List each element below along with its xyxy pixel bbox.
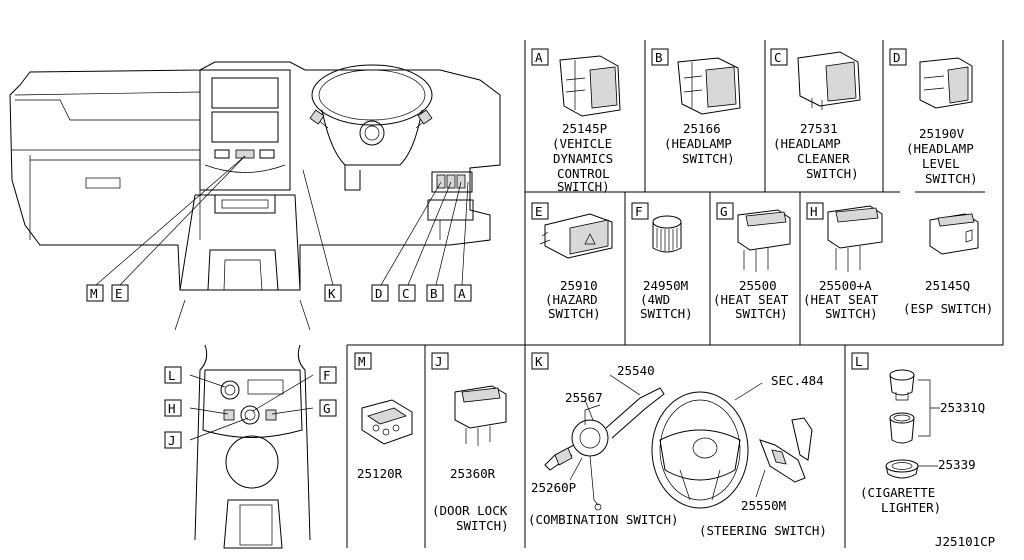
panel-h-desc-1: (HEAT SEAT xyxy=(803,292,879,307)
panel-d-desc-2: LEVEL xyxy=(922,156,960,171)
panel-b-desc-1: (HEADLAMP xyxy=(664,136,732,151)
panel-k-part-25550m: 25550M xyxy=(741,498,786,513)
panel-tag-b: B xyxy=(655,50,663,65)
callout-c: C xyxy=(402,286,410,301)
panel-e-desc-2: SWITCH) xyxy=(548,306,601,321)
callout-k: K xyxy=(328,286,336,301)
panel-j-part-number: 25360R xyxy=(450,466,496,481)
panel-k-part-25540: 25540 xyxy=(617,363,655,378)
panel-k-part-25260p: 25260P xyxy=(531,480,576,495)
callout-h: H xyxy=(168,401,176,416)
panel-c-switch-drawing xyxy=(797,51,861,110)
panel-a-desc-3: CONTROL xyxy=(557,166,610,181)
panel-g-desc-1: (HEAT SEAT xyxy=(713,292,789,307)
panel-b-desc-2: SWITCH) xyxy=(682,151,735,166)
panel-tag-e: E xyxy=(535,204,543,219)
panel-tag-d: D xyxy=(893,50,901,65)
panel-d-switch-drawing xyxy=(919,57,973,109)
callout-a: A xyxy=(458,286,466,301)
panel-j-desc-1: (DOOR LOCK xyxy=(432,503,508,518)
panel-e-switch-drawing xyxy=(539,213,613,259)
panel-c-desc-3: SWITCH) xyxy=(806,166,859,181)
panel-esp-part-number: 25145Q xyxy=(925,278,970,293)
panel-tag-h: H xyxy=(810,204,818,219)
panel-tag-g: G xyxy=(720,204,728,219)
panel-tag-m: M xyxy=(358,354,366,369)
panel-c-desc-2: CLEANER xyxy=(797,151,850,166)
panel-k-combination-switch-drawing xyxy=(544,374,665,511)
panel-f-desc-2: SWITCH) xyxy=(640,306,693,321)
panel-tag-l: L xyxy=(855,354,863,369)
panel-esp-desc-1: (ESP SWITCH) xyxy=(903,301,993,316)
panel-g-switch-drawing xyxy=(737,209,791,272)
callout-m: M xyxy=(90,286,98,301)
panel-k-part-sec484: SEC.484 xyxy=(771,373,824,388)
panel-a-part-number: 25145P xyxy=(562,121,607,136)
panel-l-lighter-drawing xyxy=(885,369,940,479)
panel-l-desc-2: LIGHTER) xyxy=(881,500,941,515)
panel-d-desc-1: (HEADLAMP xyxy=(906,141,974,156)
panel-e-desc-1: (HAZARD xyxy=(545,292,598,307)
panel-l-desc-1: (CIGARETTE xyxy=(860,485,935,500)
panel-g-part-number: 25500 xyxy=(739,278,777,293)
callout-f: F xyxy=(323,368,331,383)
panel-h-desc-2: SWITCH) xyxy=(825,306,878,321)
panel-c-desc-1: (HEADLAMP xyxy=(773,136,841,151)
panel-f-desc-1: (4WD xyxy=(640,292,670,307)
panel-a-switch-drawing xyxy=(559,55,621,117)
dashboard-callouts: M E K D C B A xyxy=(86,284,472,302)
leader-lines xyxy=(95,155,469,286)
callout-g: G xyxy=(323,401,331,416)
panel-tag-f: F xyxy=(635,204,643,219)
panel-m-part-number: 25120R xyxy=(357,466,403,481)
panel-grid xyxy=(346,40,1004,548)
panel-k-steering-wheel-drawing xyxy=(651,382,813,509)
callout-d: D xyxy=(375,286,383,301)
panel-tag-a: A xyxy=(535,50,543,65)
diagram-code: J25101CP xyxy=(935,534,995,549)
panel-a-desc-2: DYNAMICS xyxy=(553,151,613,166)
panel-e-part-number: 25910 xyxy=(560,278,598,293)
callout-e: E xyxy=(115,286,123,301)
panel-k-part-25567: 25567 xyxy=(565,390,603,405)
callout-j: J xyxy=(168,433,176,448)
panel-f-knob-drawing xyxy=(652,215,682,253)
panel-l-part-25331q: 25331Q xyxy=(940,400,985,415)
panel-h-switch-drawing xyxy=(827,205,883,272)
panel-f-part-number: 24950M xyxy=(643,278,688,293)
callout-b: B xyxy=(430,286,438,301)
center-console xyxy=(189,344,314,549)
panel-k-desc-combination: (COMBINATION SWITCH) xyxy=(528,512,679,527)
panel-esp-switch-drawing xyxy=(929,213,979,255)
panel-h-part-number: 25500+A xyxy=(819,278,872,293)
panel-d-part-number: 25190V xyxy=(919,126,965,141)
panel-tag-j: J xyxy=(435,354,443,369)
panel-tag-c: C xyxy=(774,50,782,65)
panel-l-part-25339: 25339 xyxy=(938,457,976,472)
panel-a-desc-1: (VEHICLE xyxy=(552,136,612,151)
callout-l: L xyxy=(168,368,176,383)
panel-m-switch-drawing xyxy=(361,399,413,445)
panel-k-desc-steering: (STEERING SWITCH) xyxy=(699,523,827,538)
panel-b-part-number: 25166 xyxy=(683,121,721,136)
panel-a-desc-4: SWITCH) xyxy=(557,179,610,194)
console-callouts: L H J F G xyxy=(164,366,337,449)
dashboard-overview xyxy=(9,61,501,331)
panel-c-part-number: 27531 xyxy=(800,121,838,136)
panel-b-switch-drawing xyxy=(677,57,741,115)
panel-tags: A B C D E F G H M J K L xyxy=(354,48,907,370)
panel-j-switch-drawing xyxy=(454,385,507,446)
panel-tag-k: K xyxy=(535,354,543,369)
panel-j-desc-2: SWITCH) xyxy=(456,518,509,533)
panel-d-desc-3: SWITCH) xyxy=(925,171,978,186)
panel-g-desc-2: SWITCH) xyxy=(735,306,788,321)
